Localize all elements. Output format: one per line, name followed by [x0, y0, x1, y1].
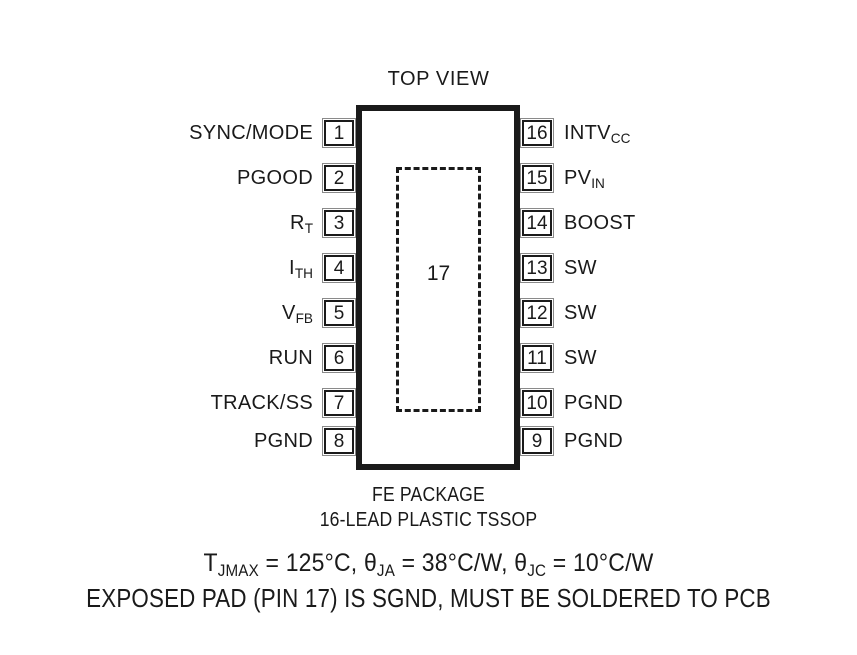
theta-ja-symbol: θ — [363, 549, 377, 577]
pin-number-14: 14 — [522, 210, 552, 236]
tjmax-symbol: T — [203, 549, 218, 577]
pin-box-1[interactable]: 1 — [322, 118, 356, 148]
pin-label-track-ss: TRACK/SS — [210, 392, 313, 414]
pin-number-1: 1 — [324, 120, 354, 146]
pin-number-2: 2 — [324, 165, 354, 191]
pin-number-15: 15 — [522, 165, 552, 191]
pin-row-right-12: 12 SW — [520, 298, 760, 328]
pin-row-right-15: 15 PVIN — [520, 163, 760, 193]
pin-label-pvin: PVIN — [564, 167, 605, 191]
pin-box-7[interactable]: 7 — [322, 388, 356, 418]
pin-number-13: 13 — [522, 255, 552, 281]
pin-row-left-5: VFB 5 — [120, 298, 356, 328]
pin-box-13[interactable]: 13 — [520, 253, 554, 283]
pin-box-5[interactable]: 5 — [322, 298, 356, 328]
pin-row-right-16: 16 INTVCC — [520, 118, 760, 148]
pin-number-16: 16 — [522, 120, 552, 146]
theta-jc-value: = 10°C/W — [546, 549, 654, 577]
pin-label-vfb: VFB — [281, 302, 313, 326]
pin-number-10: 10 — [522, 390, 552, 416]
thermal-spec-line: TJMAX = 125°C, θJA = 38°C/W, θJC = 10°C/… — [34, 549, 822, 580]
pin-box-14[interactable]: 14 — [520, 208, 554, 238]
pin-box-4[interactable]: 4 — [322, 253, 356, 283]
pin-number-12: 12 — [522, 300, 552, 326]
pin-box-11[interactable]: 11 — [520, 343, 554, 373]
tjmax-subscript: JMAX — [217, 561, 259, 580]
pin-number-4: 4 — [324, 255, 354, 281]
pin-box-12[interactable]: 12 — [520, 298, 554, 328]
tjmax-value: = 125°C, — [258, 549, 364, 577]
pin-row-right-14: 14 BOOST — [520, 208, 760, 238]
pin-box-8[interactable]: 8 — [322, 426, 356, 456]
pin-row-right-11: 11 SW — [520, 343, 760, 373]
top-view-text: TOP VIEW — [387, 68, 490, 90]
pin-number-6: 6 — [324, 345, 354, 371]
pin-box-6[interactable]: 6 — [322, 343, 356, 373]
top-view-label: TOP VIEW — [0, 68, 857, 91]
pin-label-sw-12: SW — [564, 302, 597, 324]
theta-jc-symbol: θ — [514, 549, 528, 577]
pin-label-run: RUN — [268, 347, 313, 369]
pin-number-9: 9 — [522, 428, 552, 454]
pin-row-left-7: TRACK/SS 7 — [120, 388, 356, 418]
pin-row-left-6: RUN 6 — [120, 343, 356, 373]
pin-label-pgnd-8: PGND — [254, 430, 313, 452]
exposed-pad-outline — [396, 167, 481, 412]
exposed-pad-number: 17 — [426, 262, 451, 285]
pin-label-pgnd-9: PGND — [564, 430, 623, 452]
pin-number-3: 3 — [324, 210, 354, 236]
package-name-line1: FE PACKAGE — [372, 484, 485, 506]
pin-label-sw-11: SW — [564, 347, 597, 369]
pin-row-left-2: PGOOD 2 — [120, 163, 356, 193]
pin-number-8: 8 — [324, 428, 354, 454]
pin-row-left-3: RT 3 — [120, 208, 356, 238]
theta-ja-value: = 38°C/W, — [395, 549, 515, 577]
exposed-pad-note: EXPOSED PAD (PIN 17) IS SGND, MUST BE SO… — [86, 583, 771, 613]
pin-box-16[interactable]: 16 — [520, 118, 554, 148]
theta-jc-subscript: JC — [527, 561, 547, 580]
pin-number-11: 11 — [522, 345, 552, 371]
pin-row-left-8: PGND 8 — [120, 426, 356, 456]
pin-box-10[interactable]: 10 — [520, 388, 554, 418]
pin-label-sync-mode: SYNC/MODE — [189, 122, 313, 144]
pin-label-pgnd-10: PGND — [564, 392, 623, 414]
package-name-line2: 16-LEAD PLASTIC TSSOP — [319, 509, 538, 531]
pin-row-left-1: SYNC/MODE 1 — [120, 118, 356, 148]
pin-label-ith: ITH — [289, 257, 313, 281]
pin-number-7: 7 — [324, 390, 354, 416]
pin-label-boost: BOOST — [564, 212, 636, 234]
theta-ja-subscript: JA — [376, 561, 396, 580]
pin-row-right-10: 10 PGND — [520, 388, 760, 418]
pin-box-3[interactable]: 3 — [322, 208, 356, 238]
pin-label-rt: RT — [289, 212, 313, 236]
pin-box-15[interactable]: 15 — [520, 163, 554, 193]
pin-row-right-9: 9 PGND — [520, 426, 760, 456]
pin-label-sw-13: SW — [564, 257, 597, 279]
pin-box-9[interactable]: 9 — [520, 426, 554, 456]
pin-label-intvcc: INTVCC — [564, 122, 631, 146]
pin-number-5: 5 — [324, 300, 354, 326]
pin-box-2[interactable]: 2 — [322, 163, 356, 193]
pin-row-right-13: 13 SW — [520, 253, 760, 283]
pin-row-left-4: ITH 4 — [120, 253, 356, 283]
pin-label-pgood: PGOOD — [237, 167, 313, 189]
